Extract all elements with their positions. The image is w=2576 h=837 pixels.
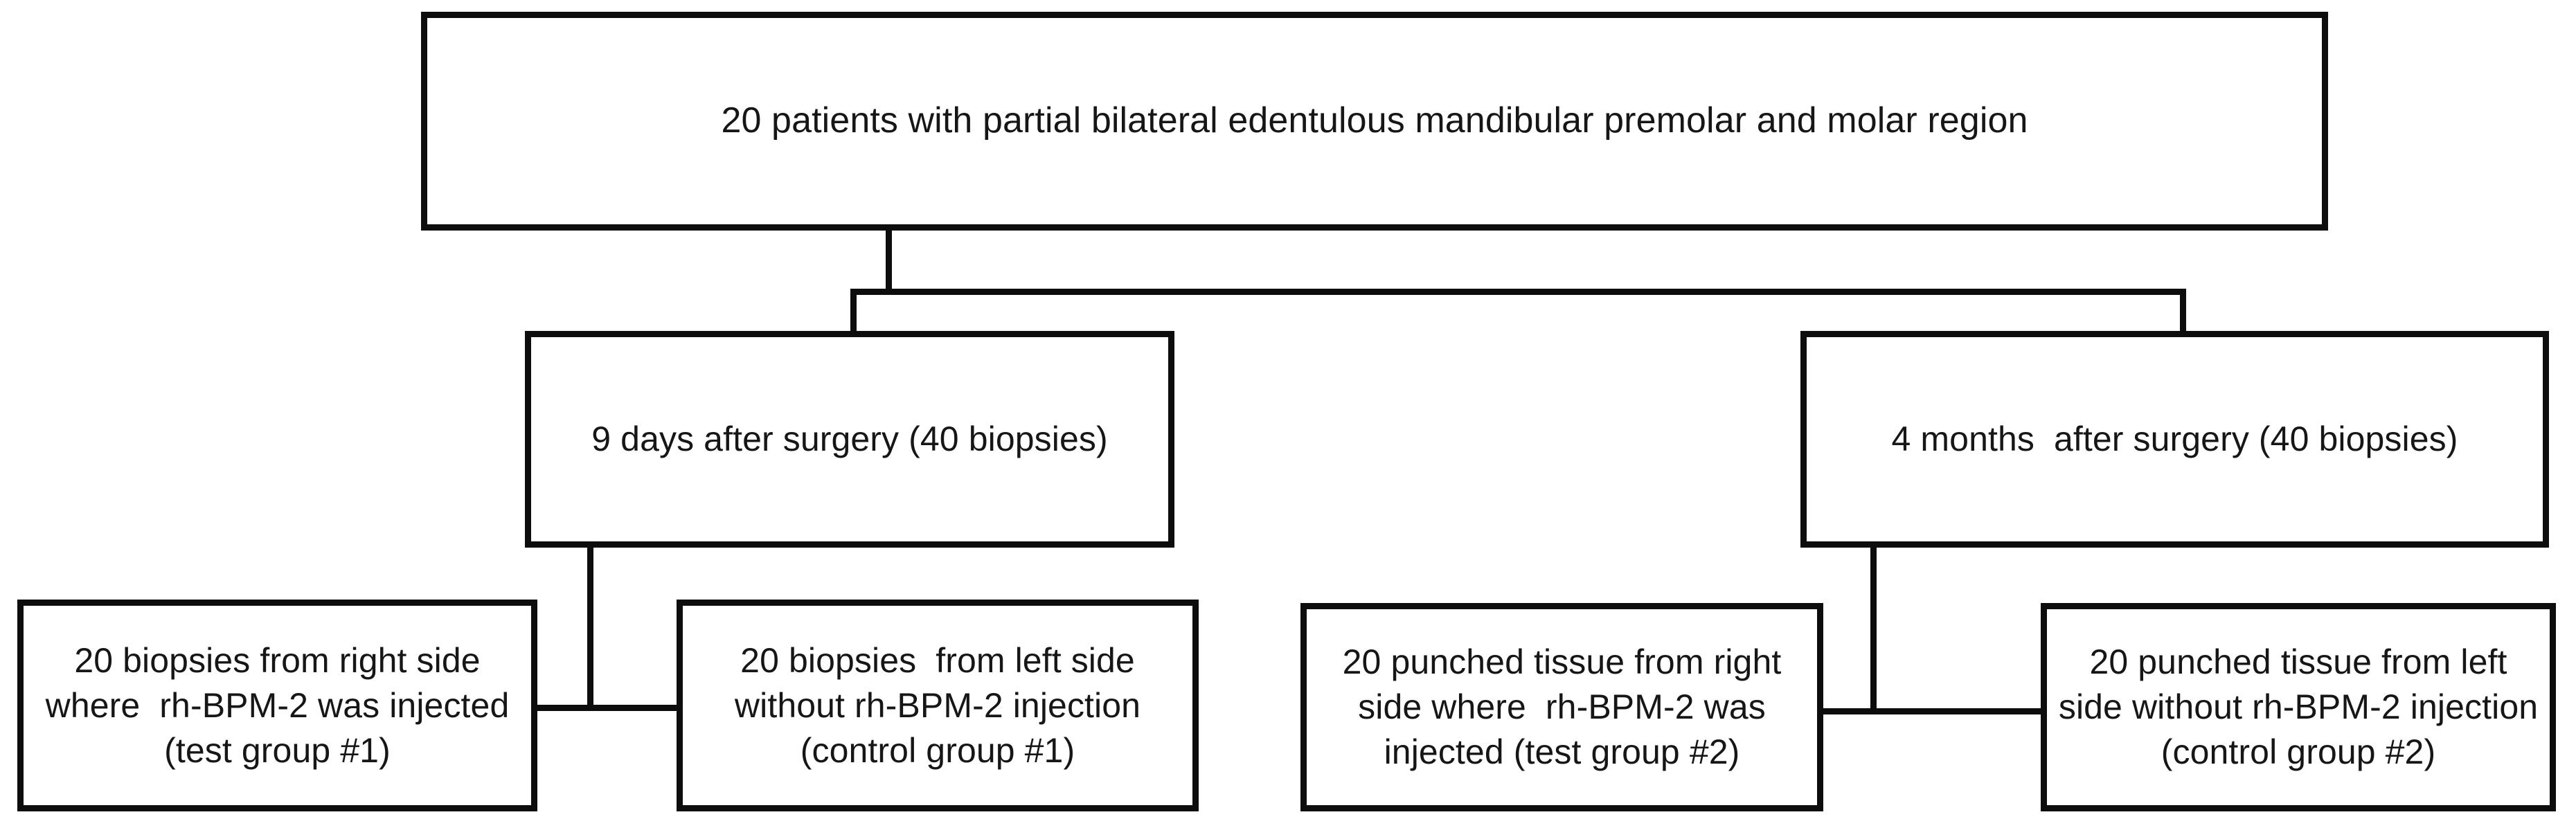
connector-root-stem <box>886 228 892 292</box>
node-timepoint-4-months: 4 months after surgery (40 biopsies) <box>1800 331 2549 548</box>
node-timepoint-4-months-label: 4 months after surgery (40 biopsies) <box>1891 420 2458 458</box>
node-test-group-2-label: 20 punched tissue from right side where … <box>1342 642 1791 771</box>
node-control-group-1: 20 biopsies from left side without rh-BP… <box>677 600 1199 811</box>
node-patient-cohort: 20 patients with partial bilateral edent… <box>421 12 2328 231</box>
connector-timepoint-1-stem <box>587 546 593 711</box>
node-timepoint-9-days-label: 9 days after surgery (40 biopsies) <box>591 420 1108 458</box>
connector-timepoint-2-stem <box>1870 546 1877 714</box>
node-test-group-2: 20 punched tissue from right side where … <box>1300 603 1823 811</box>
connector-timepoint-2-split-bar <box>1819 708 2044 714</box>
node-test-group-1: 20 biopsies from right side where rh-BPM… <box>17 600 537 811</box>
node-patient-cohort-label: 20 patients with partial bilateral edent… <box>721 100 2028 141</box>
node-control-group-1-label: 20 biopsies from left side without rh-BP… <box>734 640 1151 770</box>
connector-drop-to-timepoint-1 <box>850 289 857 334</box>
node-control-group-2-label: 20 punched tissue from left side without… <box>2058 642 2548 771</box>
connector-timepoint-1-split-bar <box>534 705 680 711</box>
node-test-group-1-label: 20 biopsies from right side where rh-BPM… <box>45 640 519 770</box>
node-timepoint-9-days: 9 days after surgery (40 biopsies) <box>525 331 1174 548</box>
node-control-group-2: 20 punched tissue from left side without… <box>2041 603 2556 811</box>
connector-root-split-bar <box>850 289 2186 295</box>
connector-drop-to-timepoint-2 <box>2180 289 2186 334</box>
